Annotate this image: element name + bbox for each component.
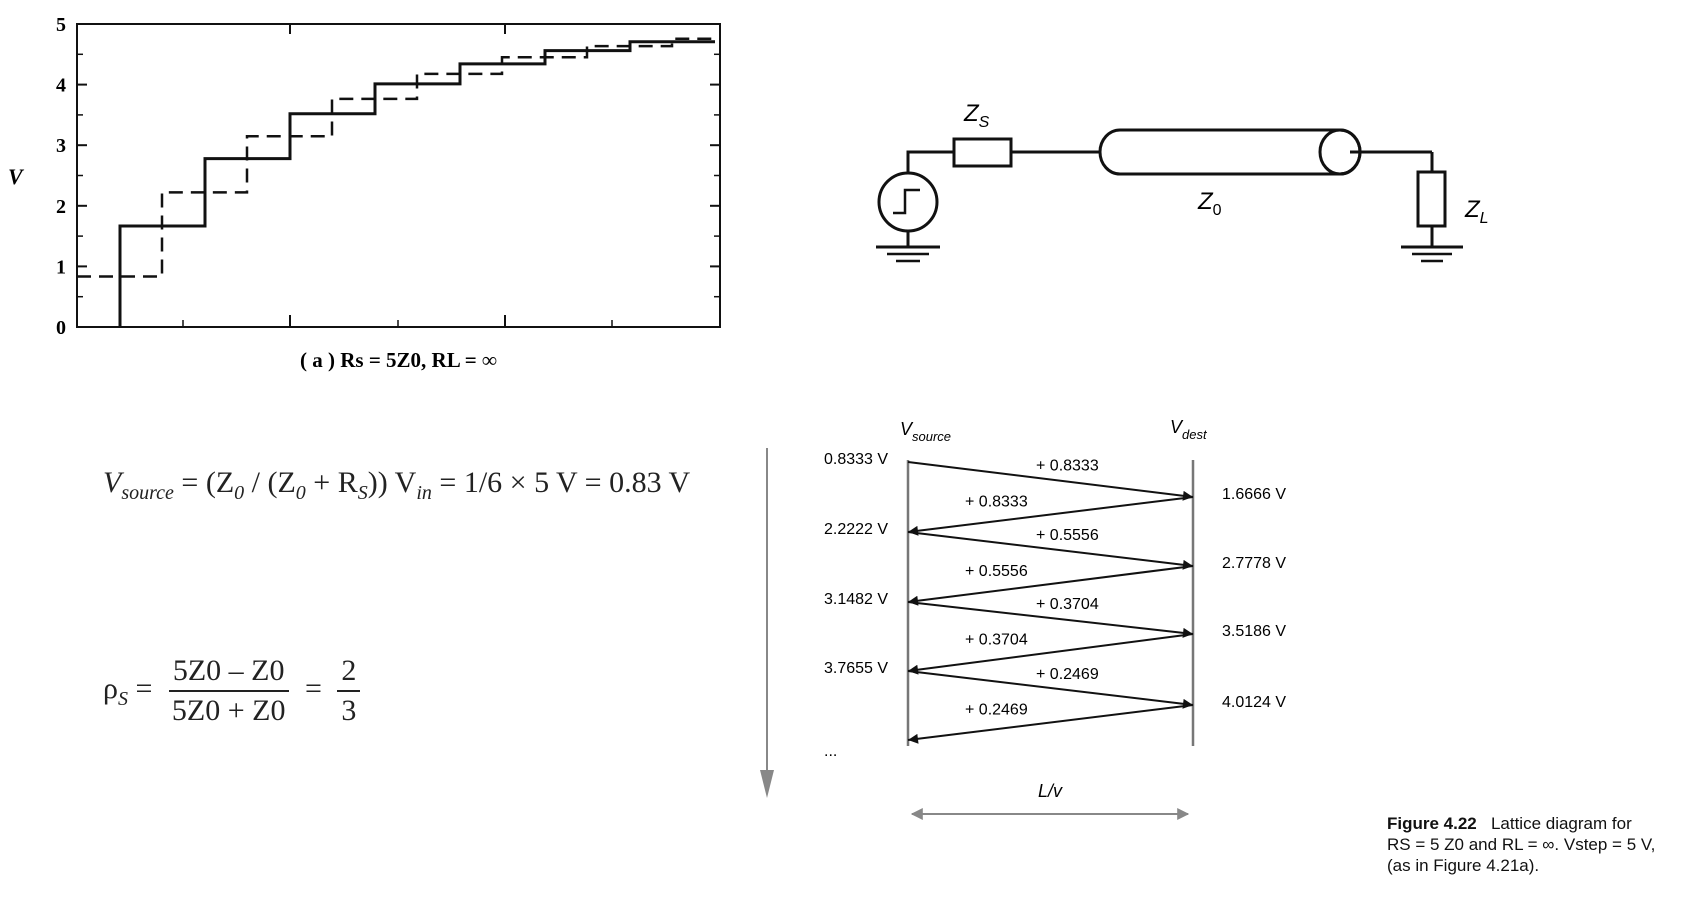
- y-tick-label: 4: [56, 75, 66, 97]
- backward-wave-arrow: [907, 496, 1194, 536]
- forward-wave-arrow: [907, 601, 1194, 638]
- ellipsis: ...: [824, 743, 837, 760]
- step-response-plot: 0 1 2 3 4 5 V ( a ) Rs = 5Z0, RL = ∞: [8, 14, 721, 372]
- forward-increment-label: + 0.3704: [1036, 596, 1099, 613]
- plot-frame: [76, 23, 721, 328]
- ground-icon-source: [876, 245, 940, 263]
- y-axis-ticks: 0 1 2 3 4 5: [56, 14, 720, 339]
- dest-header: Vdest: [1170, 420, 1208, 442]
- length-label: L/v: [1038, 781, 1063, 801]
- step-source-icon: [877, 171, 939, 233]
- dest-voltage-label: 3.5186 V: [1222, 623, 1286, 640]
- backward-wave-arrow: [907, 565, 1194, 606]
- transmission-line-circuit: ZS Z0 ZL: [876, 100, 1489, 263]
- zl-label: ZL: [1464, 196, 1489, 227]
- load-voltage-series: [118, 40, 715, 327]
- vsource-equation: Vsource = (Z0 / (Z0 + RS)) Vin = 1/6 × 5…: [103, 466, 691, 504]
- forward-increment-label: + 0.8333: [1036, 458, 1099, 475]
- y-tick-label: 3: [56, 135, 66, 157]
- zs-label: ZS: [963, 100, 990, 131]
- figure-caption: Figure 4.22 Lattice diagram for RS = 5 Z…: [1387, 814, 1656, 875]
- y-axis-label: V: [8, 164, 25, 189]
- backward-wave-arrow: [907, 633, 1194, 675]
- lattice-diagram: Vsource Vdest t 0.8333 V1.6666 V+ 0.8333…: [760, 420, 1286, 820]
- source-voltage-label: 3.7655 V: [824, 660, 888, 677]
- lattice-labels: 0.8333 V 1.6666 V + 0.8333 + 0.8333 2.2222 V…: [824, 451, 1286, 719]
- forward-increment-label: + 0.2469: [1036, 666, 1099, 683]
- z0-label: Z0: [1197, 188, 1222, 219]
- source-voltage-series: [77, 37, 720, 278]
- source-voltage-label: 3.1482 V: [824, 591, 888, 608]
- transmission-line-cylinder: [1098, 128, 1362, 176]
- load-impedance-resistor: [1416, 170, 1447, 228]
- source-impedance-resistor: [952, 137, 1013, 168]
- backward-wave-arrow: [907, 704, 1194, 744]
- source-voltage-label: 2.2222 V: [824, 521, 888, 538]
- lattice-arrows: [907, 461, 1194, 744]
- source-header: Vsource: [900, 420, 951, 444]
- rho-symbol: ρ: [103, 671, 118, 705]
- backward-increment-label: + 0.3704: [965, 632, 1028, 649]
- forward-wave-arrow: [907, 531, 1194, 570]
- backward-increment-label: + 0.8333: [965, 494, 1028, 511]
- forward-increment-label: + 0.5556: [1036, 527, 1099, 544]
- y-tick-label: 1: [56, 256, 66, 278]
- ground-icon-load: [1401, 245, 1463, 263]
- rho-fraction: 5Z0 – Z0 5Z0 + Z0: [168, 654, 290, 728]
- forward-wave-arrow: [907, 670, 1194, 709]
- forward-wave-arrow: [907, 461, 1194, 501]
- plot-series: [77, 37, 720, 327]
- source-voltage-label: 0.8333 V: [824, 451, 888, 468]
- plot-caption: ( a ) Rs = 5Z0, RL = ∞: [300, 348, 497, 372]
- y-tick-label: 0: [56, 317, 66, 339]
- rho-result-fraction: 2 3: [337, 654, 361, 728]
- time-axis-arrow: [760, 448, 774, 798]
- y-tick-label: 5: [56, 14, 66, 36]
- dest-voltage-label: 4.0124 V: [1222, 694, 1286, 711]
- dest-voltage-label: 1.6666 V: [1222, 486, 1286, 503]
- backward-increment-label: + 0.5556: [965, 563, 1028, 580]
- y-tick-label: 2: [56, 196, 66, 218]
- backward-increment-label: + 0.2469: [965, 702, 1028, 719]
- x-axis-ticks: [182, 24, 613, 327]
- dest-voltage-label: 2.7778 V: [1222, 555, 1286, 572]
- reflection-coefficient-equation: ρS = 5Z0 – Z0 5Z0 + Z0 = 2 3: [103, 654, 368, 728]
